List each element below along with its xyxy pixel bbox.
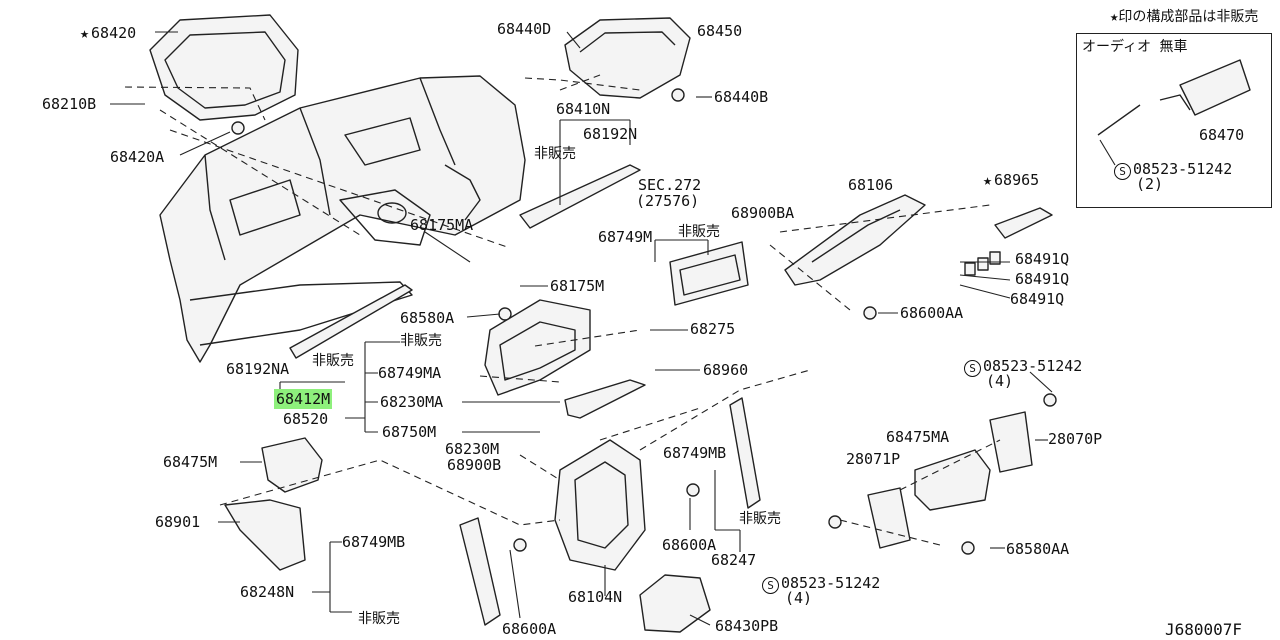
part-68749mb: 68749MB	[663, 444, 727, 462]
meter-hood	[149, 14, 299, 121]
part-68440d: 68440D	[497, 20, 552, 38]
part-68749m: 68749M	[598, 228, 653, 246]
diagram-code: J680007F	[1165, 620, 1243, 639]
star-icon: ★	[983, 171, 993, 189]
part-68600a: 68600A	[662, 536, 717, 554]
part-68901: 68901	[155, 513, 201, 531]
not-for-sale-label: 非販売	[534, 146, 576, 162]
dashed-lines	[124, 74, 1001, 546]
side-panel-left	[459, 517, 501, 626]
cup-holder	[639, 574, 711, 633]
part-68491q: 68491Q	[1010, 290, 1065, 308]
part-68900b: 68900B	[447, 456, 502, 474]
screw	[1043, 393, 1057, 407]
star-icon: ★	[80, 24, 90, 42]
screw	[231, 121, 245, 135]
part-28071p: 28071P	[846, 450, 901, 468]
not-for-sale-label: 非販売	[400, 333, 442, 349]
part-68410n: 68410N	[556, 100, 611, 118]
part-68491q: 68491Q	[1015, 250, 1070, 268]
not-for-sale-label: 非販売	[739, 511, 781, 527]
bracket-28070p	[989, 411, 1033, 473]
inset-part	[1179, 59, 1251, 116]
part-68600a: 68600A	[502, 620, 557, 638]
part-68749ma: 68749MA	[378, 364, 442, 382]
part-68192na: 68192NA	[226, 360, 290, 378]
screw	[686, 483, 700, 497]
part-68580aa: 68580AA	[1006, 540, 1070, 558]
part-68900ba: 68900BA	[731, 204, 795, 222]
part-68430pb: 68430PB	[715, 617, 779, 635]
part-68470: 68470	[1199, 126, 1245, 144]
service-mark-icon: S	[762, 577, 779, 594]
part-68230ma: 68230MA	[380, 393, 444, 411]
part-28070p: 28070P	[1048, 430, 1103, 448]
part-68600aa: 68600AA	[900, 304, 964, 322]
not-for-sale-label: 非販売	[358, 611, 400, 627]
part-68412m[interactable]: 68412M	[274, 389, 333, 409]
part-68247: 68247	[711, 551, 757, 569]
quantity: (2)	[1136, 175, 1164, 193]
center-bracket	[554, 439, 646, 571]
part-68475ma: 68475MA	[886, 428, 950, 446]
not-for-sale-label: 非販売	[312, 353, 354, 369]
lower-trim-strip	[289, 284, 413, 359]
part-68450: 68450	[697, 22, 743, 40]
part-68965: ★68965	[983, 171, 1040, 189]
part-68175ma: 68175MA	[410, 216, 474, 234]
side-panel-right	[729, 397, 761, 509]
part-68960: 68960	[703, 361, 749, 379]
vent-housing	[484, 299, 646, 419]
not-for-sale-label: 非販売	[678, 224, 720, 240]
cluster-lid	[564, 17, 691, 99]
lower-cover	[224, 499, 306, 571]
screw	[513, 538, 527, 552]
bracket-28071p	[867, 487, 911, 549]
screw	[961, 541, 975, 555]
screw	[863, 306, 877, 320]
inset-box	[1076, 33, 1272, 208]
part-68580a: 68580A	[400, 309, 455, 327]
part-68749mb: 68749MB	[342, 533, 406, 551]
part-68248n: 68248N	[240, 583, 295, 601]
part-68491q: 68491Q	[1015, 270, 1070, 288]
ashtray-right	[914, 449, 991, 511]
clip-b	[977, 257, 989, 271]
part-68420: ★68420	[80, 24, 137, 42]
section-272: SEC.272	[638, 176, 702, 194]
service-mark-icon: S	[964, 360, 981, 377]
trim-strip	[519, 164, 641, 229]
quantity: (4)	[986, 372, 1014, 390]
part-68175m: 68175M	[550, 277, 605, 295]
header-note: ★印の構成部品は非販売	[1110, 9, 1259, 25]
part-68475m: 68475M	[163, 453, 218, 471]
part-68192n: 68192N	[583, 125, 638, 143]
section-27576: (27576)	[636, 192, 700, 210]
trim-68965	[994, 207, 1053, 239]
inset-title: オーディオ 無車	[1082, 39, 1188, 55]
clip-a	[964, 262, 976, 276]
quantity: (4)	[785, 589, 813, 607]
part-68750m: 68750M	[382, 423, 437, 441]
console-piece	[784, 194, 926, 286]
screw	[498, 307, 512, 321]
part-68106: 68106	[848, 176, 894, 194]
clip-c	[989, 251, 1001, 265]
part-68104n: 68104N	[568, 588, 623, 606]
part-68440b: 68440B	[714, 88, 769, 106]
service-mark-icon: S	[1114, 163, 1131, 180]
part-68275: 68275	[690, 320, 736, 338]
part-68230m: 68230M	[445, 440, 500, 458]
audio-unit	[669, 241, 749, 306]
part-68210b: 68210B	[42, 95, 97, 113]
screw	[828, 515, 842, 529]
ashtray-left	[261, 437, 323, 493]
part-68420a: 68420A	[110, 148, 165, 166]
part-68520: 68520	[283, 410, 329, 428]
screw	[671, 88, 685, 102]
